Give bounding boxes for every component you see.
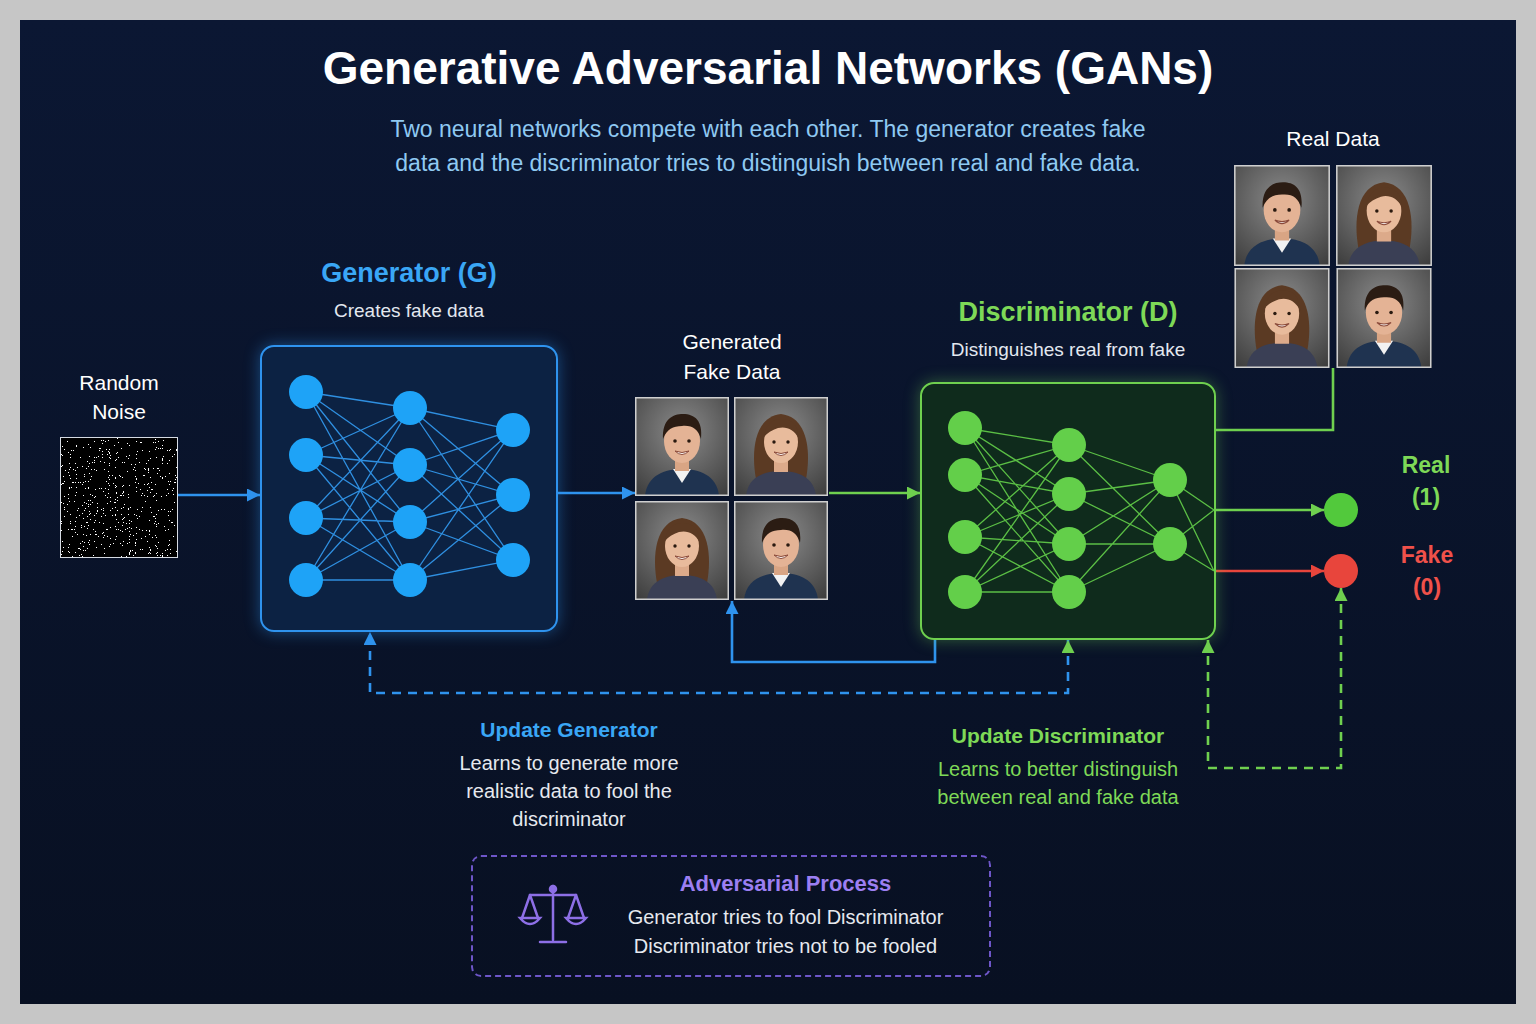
noise-input: Random Noise [60, 437, 178, 558]
discriminator-network [948, 411, 1214, 609]
node-title: Discriminator (D) [920, 295, 1216, 329]
noise-image [60, 437, 178, 558]
real-data-grid: Real Data [1233, 165, 1433, 368]
node-heading: Generator (G) Creates fake data [259, 256, 559, 323]
node-text: Distinguishes real from fake [920, 337, 1216, 362]
note-text: Learns to generate more realistic data t… [439, 749, 699, 833]
flow-arrow [178, 494, 260, 497]
discriminator-box: Discriminator (D)Distinguishes real from… [920, 382, 1216, 640]
fake-output: Fake (0) [1324, 554, 1358, 588]
node-title: Real (1) [1394, 449, 1458, 513]
generator-fill [260, 345, 558, 632]
node-title: Fake (0) [1394, 539, 1460, 603]
node-text: Discriminator tries not to be fooled [598, 932, 973, 961]
edge-label: Update Discriminator [908, 722, 1208, 750]
node-heading: Generated Fake Data [657, 327, 807, 387]
note-text: Learns to better distinguish between rea… [918, 755, 1198, 811]
flow-arrow [1216, 570, 1324, 573]
update-connector [1208, 588, 1341, 768]
fake-face-images [635, 397, 828, 600]
node-heading: Discriminator (D) Distinguishes real from… [920, 295, 1216, 362]
node-title: Generator (G) [259, 256, 559, 290]
flow-arrow [1216, 509, 1324, 512]
subtitle: Two neural networks compete with each ot… [388, 112, 1148, 180]
output-label: Real (1) [1394, 449, 1458, 513]
node-heading: Random Noise [63, 368, 175, 426]
generator-box: Generator (G)Creates fake data [260, 345, 558, 632]
node-text: Creates fake data [259, 298, 559, 323]
flow-arrow [1216, 368, 1333, 430]
real-output: Real (1) [1324, 493, 1358, 527]
node-text: Generator tries to fool Discriminator [598, 903, 973, 932]
node-title: Random Noise [63, 368, 175, 426]
output-label: Fake (0) [1394, 539, 1460, 603]
node-title: Adversarial Process [598, 869, 973, 899]
fake-data-grid: Generated Fake Data [635, 397, 829, 601]
flow-arrow [558, 492, 635, 495]
discriminator-fill [920, 382, 1216, 640]
real-face-images [1234, 165, 1432, 368]
generator-network [289, 375, 530, 597]
scales-icon [520, 886, 586, 942]
flow-arrow [829, 492, 920, 495]
update-connector [370, 632, 1068, 693]
diagram-title: Generative Adversarial Networks (GANs) [0, 40, 1536, 96]
node-title: Generated Fake Data [657, 327, 807, 387]
edge-label: Update Generator [419, 716, 719, 744]
node-title: Real Data [1258, 125, 1408, 153]
flow-arrow [732, 601, 935, 662]
background-panel [20, 20, 1516, 1004]
node-heading: Real Data [1258, 125, 1408, 153]
adversarial-process-box: Adversarial ProcessGenerator tries to fo… [471, 855, 991, 977]
